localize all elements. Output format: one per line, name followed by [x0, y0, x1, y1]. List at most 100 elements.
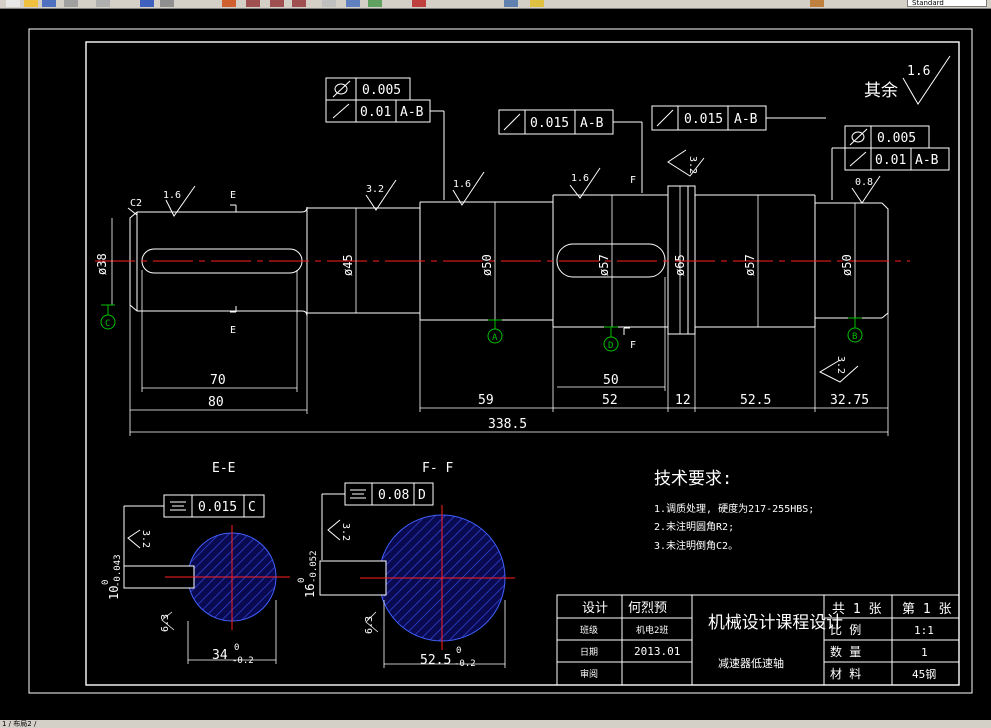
zoom-realtime-icon[interactable] [246, 0, 260, 7]
section-mark-f-top: F [630, 175, 636, 186]
section-ff-title: F- F [422, 461, 453, 476]
tb-part-name: 减速器低速轴 [718, 656, 784, 670]
tol-tr-row2-value: 0.01 [875, 153, 906, 168]
tol-mid1-ref: A-B [580, 116, 604, 131]
toolbar: Standard [0, 0, 991, 9]
section-mark-f-bottom: F [630, 340, 636, 351]
copy-icon[interactable] [160, 0, 174, 7]
tb-material-value: 45钢 [912, 668, 936, 681]
tol-mid1-value: 0.015 [530, 116, 569, 131]
dim-12: 12 [675, 393, 691, 408]
tb-designer: 何烈预 [628, 600, 667, 616]
tol-ff-value: 0.08 [378, 488, 409, 503]
datum-d: D [608, 341, 613, 351]
ff-key-tol-up: 0 [297, 578, 307, 583]
open-icon[interactable] [24, 0, 38, 7]
tech-req-item-1: 1.调质处理, 硬度为217-255HBS; [654, 502, 814, 515]
tb-qty-value: 1 [921, 646, 928, 659]
toolpalettes-icon[interactable] [368, 0, 382, 7]
ff-width-tol-up: 0 [456, 646, 461, 656]
datum-b: B [852, 332, 857, 342]
dim-52: 52 [602, 393, 618, 408]
dim-d38: ø38 [95, 253, 109, 275]
tol-tl-row2-value: 0.01 [360, 105, 391, 120]
tb-class-label: 班级 [580, 624, 598, 636]
color-icon[interactable] [810, 0, 824, 7]
ee-key-tol-low: -0.043 [113, 554, 123, 587]
tb-qty-label: 数 量 [830, 644, 861, 659]
ra-1-6-b: 1.6 [453, 179, 471, 190]
tb-date-label: 日期 [580, 647, 598, 658]
layer-state-icon[interactable] [530, 0, 544, 7]
drawing-canvas[interactable]: ø38 ø45 ø50 ø57 ø65 ø57 ø50 70 80 59 50 … [0, 8, 991, 720]
tb-date-value: 2013.01 [634, 645, 680, 658]
section-mark-e-bottom: E [230, 325, 236, 336]
ra-1-6-a: 1.6 [163, 190, 181, 201]
pan-icon[interactable] [222, 0, 236, 7]
print-icon[interactable] [64, 0, 78, 7]
dim-80: 80 [208, 395, 224, 410]
ra-0-8: 0.8 [855, 177, 873, 188]
tol-mid2-ref: A-B [734, 112, 758, 127]
ee-width-tol-low: -0.2 [232, 656, 254, 666]
ee-width-tol-up: 0 [234, 643, 239, 653]
ra-default-value: 1.6 [907, 64, 930, 79]
ff-ra: 3.2 [340, 523, 351, 541]
zoom-window-icon[interactable] [270, 0, 284, 7]
ra-step: 3.2 [687, 156, 698, 174]
dim-d65: ø65 [673, 254, 687, 276]
ra-3-2: 3.2 [366, 184, 384, 195]
tech-req-item-3: 3.未注明倒角C2。 [654, 539, 738, 552]
save-icon[interactable] [42, 0, 56, 7]
ff-width-tol-low: -0.2 [454, 659, 476, 669]
tb-sheet-no: 第 1 张 [902, 602, 951, 617]
tb-scale-value: 1:1 [914, 624, 934, 637]
ee-key: 10 [107, 586, 121, 600]
ee-key-tol-up: 0 [101, 580, 111, 585]
dim-d57-right: ø57 [743, 254, 757, 276]
outer-border [28, 28, 973, 694]
cut-icon[interactable] [96, 0, 110, 7]
dim-70: 70 [210, 373, 226, 388]
ff-key: 16 [303, 584, 317, 598]
tech-req-item-2: 2.未注明圆角R2; [654, 520, 734, 533]
undo-icon[interactable] [140, 0, 154, 7]
datum-c: C [105, 319, 110, 329]
chamfer-c2: C2 [130, 198, 142, 209]
tol-ff-ref: D [418, 488, 426, 503]
layer-icon[interactable] [504, 0, 518, 7]
ra-bottom: 3.2 [835, 356, 846, 374]
ee-ra-2: 6.3 [160, 614, 171, 632]
tb-review-label: 审阅 [580, 668, 598, 680]
ee-ra: 3.2 [140, 530, 151, 548]
dim-52-5: 52.5 [740, 393, 771, 408]
designcenter-icon[interactable] [346, 0, 360, 7]
tol-ee-value: 0.015 [198, 500, 237, 515]
section-ee-title: E-E [212, 461, 235, 476]
markup-icon[interactable] [412, 0, 426, 7]
dim-d50-right: ø50 [840, 254, 854, 276]
ff-width: 52.5 [420, 653, 451, 668]
datum-a: A [492, 333, 498, 343]
tol-ee-ref: C [248, 500, 256, 515]
layout-tabs-bar[interactable]: 1 / 布局2 / [0, 720, 991, 728]
ff-key-tol-low: -0.052 [309, 550, 319, 583]
text-style-select[interactable]: Standard [907, 0, 987, 7]
dim-d50-left: ø50 [480, 254, 494, 276]
dim-d45: ø45 [341, 254, 355, 276]
tol-tr-row1-value: 0.005 [877, 131, 916, 146]
inner-border [85, 41, 960, 686]
properties-icon[interactable] [322, 0, 336, 7]
dim-32-75: 32.75 [830, 393, 869, 408]
dim-59: 59 [478, 393, 494, 408]
title-block [556, 594, 960, 686]
tol-tl-row2-ref: A-B [400, 105, 424, 120]
section-mark-e-top: E [230, 190, 236, 201]
ff-ra-2: 6.3 [364, 616, 375, 634]
tol-mid2-value: 0.015 [684, 112, 723, 127]
tol-runout-tl-value: 0.005 [362, 83, 401, 98]
zoom-previous-icon[interactable] [292, 0, 306, 7]
new-icon[interactable] [6, 0, 20, 7]
tb-course-title: 机械设计课程设计 [708, 613, 843, 633]
tb-design-label: 设计 [582, 601, 608, 616]
